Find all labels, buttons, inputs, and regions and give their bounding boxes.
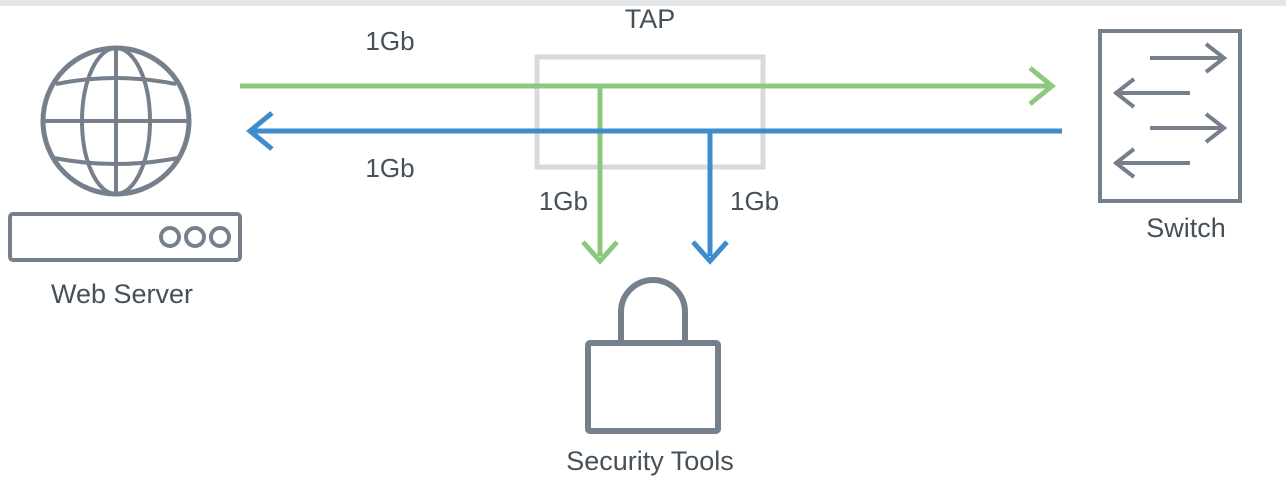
security-tools-label: Security Tools [566, 446, 734, 476]
server-led-2 [184, 226, 206, 248]
blue-flow-arrow [246, 111, 1062, 265]
top-border-strip [0, 0, 1286, 6]
web-server-label: Web Server [51, 279, 193, 309]
switch-arrowhead-left-2 [1112, 147, 1136, 179]
link-label-blue-drop: 1Gb [730, 186, 779, 216]
blue-down-arrowhead [691, 240, 729, 265]
switch-arrowhead-right-1 [1204, 42, 1228, 74]
switch-label: Switch [1146, 213, 1226, 243]
switch-icon [1098, 29, 1242, 203]
globe-icon [40, 45, 192, 197]
switch-arrowhead-right-2 [1204, 112, 1228, 144]
link-label-green-horizontal: 1Gb [365, 26, 414, 56]
link-label-green-drop: 1Gb [539, 186, 588, 216]
switch-box [1098, 29, 1242, 203]
padlock-shackle [618, 277, 688, 346]
padlock-icon [585, 277, 721, 434]
blue-left-arrowhead [246, 111, 274, 151]
tap-box [534, 54, 766, 170]
green-flow-arrow [240, 66, 1056, 265]
globe-latitude-top [55, 76, 177, 86]
server-chassis [8, 212, 242, 262]
server-icon [8, 212, 242, 262]
server-led-1 [159, 226, 181, 248]
link-label-blue-horizontal: 1Gb [365, 153, 414, 183]
server-led-3 [209, 226, 231, 248]
globe-latitude-bottom [53, 156, 179, 166]
green-down-arrowhead [581, 240, 619, 265]
switch-arrowhead-left-1 [1112, 77, 1136, 109]
green-right-arrowhead [1028, 66, 1056, 106]
switch-port-arrows [1112, 42, 1228, 179]
padlock-body [585, 340, 721, 434]
tap-label: TAP [625, 4, 676, 34]
